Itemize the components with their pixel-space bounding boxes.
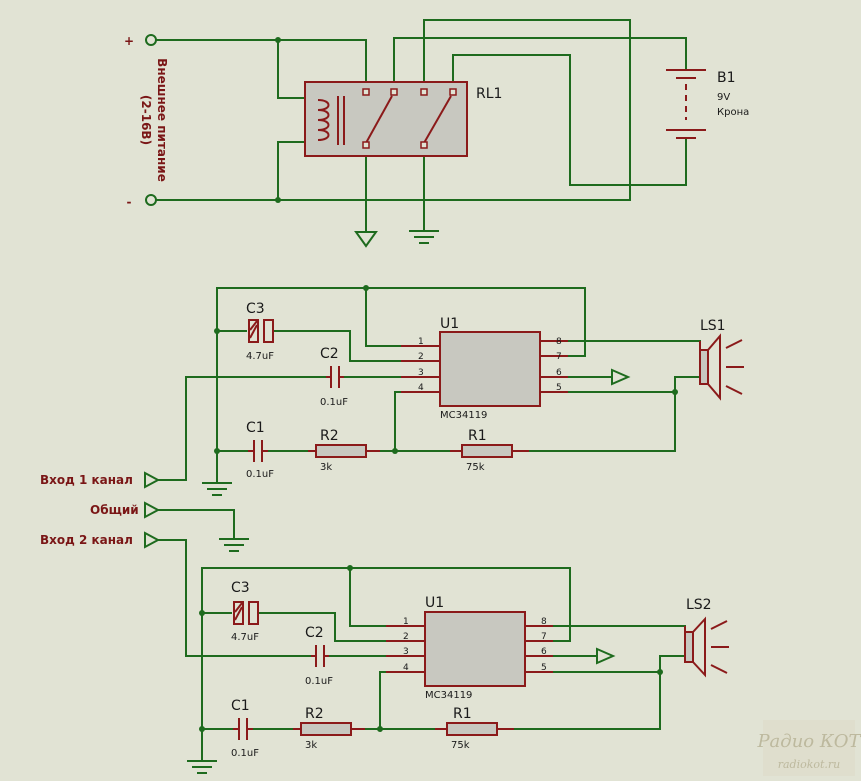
- ch2-pin-6: 6: [541, 647, 547, 657]
- ch2-pin-1: 1: [403, 617, 409, 627]
- ch1-pin-8: 8: [556, 337, 562, 347]
- ch1-ic-body: [439, 331, 541, 407]
- ch1-pin-7: 7: [556, 352, 562, 362]
- watermark-logo: Радио КОТ: [756, 731, 861, 752]
- ch1-c2: C2 0.1uF: [320, 346, 348, 408]
- relay-output-arrow: [354, 231, 378, 248]
- ch1-c1-value: 0.1uF: [246, 469, 274, 480]
- ch2-pin-3: 3: [403, 647, 409, 657]
- ch2-ic: 1 2 3 4 8 7 6 5 U1 MC34119: [386, 595, 553, 701]
- ch1-speaker-ref: LS1: [700, 318, 726, 334]
- input-section: Вход 1 канал Общий Вход 2 канал: [40, 471, 249, 552]
- power-section: + - Внешнее питание (2-16В) RL1: [124, 19, 749, 248]
- ch1-pin-4: 4: [418, 383, 424, 393]
- ext-power-label: Внешнее питание (2-16В): [139, 58, 169, 182]
- ch1-c2-ref: C2: [320, 346, 339, 362]
- ch2-pin-7: 7: [541, 632, 547, 642]
- ext-power-line2: (2-16В): [139, 95, 153, 145]
- ch2-c2: C2 0.1uF: [305, 625, 333, 687]
- ch1-c2-value: 0.1uF: [320, 397, 348, 408]
- ch1-ground: [202, 482, 232, 496]
- input-ch2-label: Вход 2 канал: [40, 533, 133, 547]
- ch2-c3-ref: C3: [231, 580, 250, 596]
- plus-label: +: [124, 34, 134, 48]
- ch1-r2-value: 3k: [320, 462, 332, 473]
- ch1-pin-2: 2: [418, 352, 424, 362]
- ch2-out-arrow: [596, 647, 616, 665]
- ch2-c2-value: 0.1uF: [305, 676, 333, 687]
- ch2-ground: [187, 760, 217, 774]
- battery-b1: B1 9V Крона: [666, 69, 749, 139]
- ch1-c3: C3 4.7uF: [246, 301, 274, 362]
- ch1-ic: 1 2 3 4 8 7 6 5 U1 MC34119: [401, 316, 568, 421]
- input-common-terminal: [144, 501, 161, 519]
- relay-body: [304, 81, 468, 157]
- ch1-r1-value: 75k: [466, 462, 485, 473]
- ch2-pin-2: 2: [403, 632, 409, 642]
- input-common-label: Общий: [90, 503, 139, 517]
- ch2-speaker-ref: LS2: [686, 597, 712, 613]
- ch1-c1-ref: C1: [246, 420, 265, 436]
- ch2-r2: R2 3k: [293, 706, 365, 751]
- relay-coil: [317, 99, 330, 141]
- input-ch1-label: Вход 1 канал: [40, 473, 133, 487]
- ch1-ic-ref: U1: [440, 316, 459, 332]
- ch2-ic-body: [424, 611, 526, 687]
- ch1-c3-ref: C3: [246, 301, 265, 317]
- ch2-c1: C1 0.1uF: [231, 698, 259, 759]
- ch1-out-arrow: [611, 368, 631, 386]
- battery-value: 9V: [717, 92, 730, 103]
- ch2-c1-ref: C1: [231, 698, 250, 714]
- ch1-r1-ref: R1: [468, 428, 487, 444]
- ch2-c3-value: 4.7uF: [231, 632, 259, 643]
- battery-type: Крона: [717, 107, 749, 118]
- ch1-pin-6: 6: [556, 368, 562, 378]
- relay-switch-2: [423, 95, 452, 144]
- ch2-r1: R1 75k: [435, 706, 514, 751]
- ch1-r2: R2 3k: [308, 428, 380, 473]
- ch2-r2-ref: R2: [305, 706, 324, 722]
- ch2-pin-5: 5: [541, 663, 547, 673]
- ch1-pin-5: 5: [556, 383, 562, 393]
- ch2-pin-4: 4: [403, 663, 409, 673]
- ch1-speaker: LS1: [699, 318, 744, 401]
- ch2-ic-ref: U1: [425, 595, 444, 611]
- ch2-pin-8: 8: [541, 617, 547, 627]
- ch2-r1-value: 75k: [451, 740, 470, 751]
- watermark: Радио КОТ radiokot.ru: [756, 720, 861, 776]
- ch2-r1-ref: R1: [453, 706, 472, 722]
- ch2-c3: C3 4.7uF: [231, 580, 259, 643]
- ch2-speaker: LS2: [684, 597, 729, 678]
- relay-ref: RL1: [476, 86, 502, 102]
- minus-label: -: [127, 195, 132, 209]
- input-ch1-terminal: [144, 471, 161, 489]
- ch1-pin-3: 3: [418, 368, 424, 378]
- ch1-r2-ref: R2: [320, 428, 339, 444]
- relay-ground: [409, 230, 439, 244]
- channel-1: C3 4.7uF C2 0.1uF C1 0.1uF R2 3k: [157, 285, 744, 496]
- ch2-c1-value: 0.1uF: [231, 748, 259, 759]
- ch1-c3-value: 4.7uF: [246, 351, 274, 362]
- input-ch2-terminal: [144, 531, 161, 549]
- power-wires: [156, 19, 687, 233]
- ch2-ic-part: MC34119: [425, 690, 472, 701]
- ch1-pin-1: 1: [418, 337, 424, 347]
- common-ground: [219, 538, 249, 552]
- plus-terminal: [145, 34, 157, 46]
- battery-ref: B1: [717, 70, 736, 86]
- ext-power-line1: Внешнее питание: [155, 58, 169, 182]
- ch1-c1: C1 0.1uF: [246, 420, 274, 480]
- channel-2: C3 4.7uF C2 0.1uF C1 0.1uF R2 3k: [157, 539, 729, 774]
- ch1-r1: R1 75k: [450, 428, 529, 473]
- ch2-r2-value: 3k: [305, 740, 317, 751]
- relay-rl1: RL1: [304, 81, 502, 157]
- ch2-c2-ref: C2: [305, 625, 324, 641]
- ch1-ic-part: MC34119: [440, 410, 487, 421]
- minus-terminal: [145, 194, 157, 206]
- watermark-url: radiokot.ru: [778, 758, 841, 771]
- relay-switch-1: [365, 95, 393, 144]
